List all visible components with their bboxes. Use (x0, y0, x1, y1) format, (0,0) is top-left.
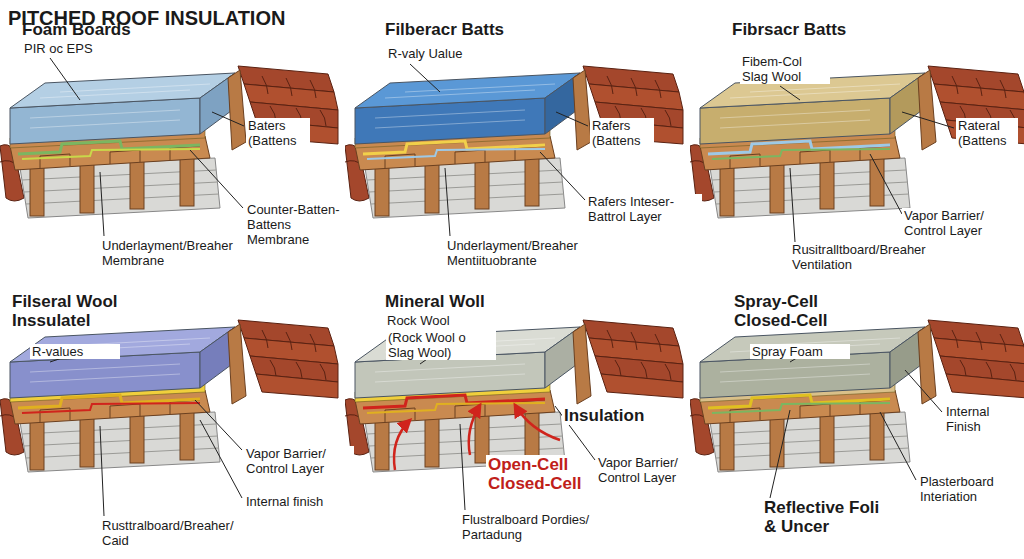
part-label: Counter-Batten- Battens Membrane (245, 202, 353, 247)
part-label: Vapor Barrier/ Control Layer (244, 446, 354, 476)
foam-board-panel (0, 66, 338, 218)
leader-line (780, 86, 800, 100)
panel-heading: Filseral Wool Inssulatel (10, 292, 160, 330)
panel-heading: Mineral Woll (383, 292, 553, 311)
leader-line (445, 168, 450, 236)
part-label: Flustralboard Pordies/ Partadung (460, 512, 620, 542)
leader-line (880, 412, 916, 480)
part-label: Rateral (Battens (956, 118, 1018, 148)
part-label: Rafers (Battens (590, 118, 654, 148)
heat-arrow (515, 405, 560, 440)
leader-line (200, 420, 242, 498)
part-label: Plasterboard Interiation (918, 474, 1018, 504)
part-label: (Rock Wool o Slag Wool) (386, 330, 496, 360)
part-label: Insulation (562, 406, 662, 425)
leader-line (100, 426, 104, 516)
leader-line (460, 424, 465, 510)
spray-foam-panel (690, 320, 1024, 472)
leader-line (556, 112, 588, 126)
part-label: Rusitralltboard/Breaher Ventilation (790, 242, 950, 272)
leader-line (190, 150, 243, 208)
panel-heading: Fibrsacr Batts (730, 20, 900, 39)
part-label: Internal Finish (944, 404, 1014, 434)
part-label: R-valy Ualue (386, 46, 496, 61)
leader-line (902, 112, 954, 128)
leader-line (410, 64, 440, 92)
heat-arrow (394, 420, 410, 470)
leader-line (770, 410, 790, 498)
part-label: Open-Cell Closed-Cell (486, 455, 586, 493)
leader-line (100, 172, 104, 236)
part-label: Rusttralboard/Breaher/ Caid (100, 518, 260, 548)
leader-line (50, 58, 80, 100)
panel-heading: Spray-Cell Closed-Cell (732, 292, 872, 330)
part-label: Vapor Barrier/ Control Layer (596, 455, 701, 485)
panels (0, 66, 1024, 472)
part-label: Reflective Foli & Uncer (762, 498, 892, 536)
panel-heading: Filberacr Batts (383, 20, 553, 39)
leader-line (905, 370, 942, 412)
part-label: Rock Wool (385, 313, 485, 328)
leader-line (870, 154, 902, 214)
part-label: Vapor Barrier/ Control Layer (902, 208, 1012, 238)
leader-line (540, 152, 585, 200)
slag-wool-panel (690, 66, 1024, 218)
leader-line (195, 400, 242, 450)
leader-lines (50, 58, 954, 516)
part-label: Underlayment/Breaher Membrane (100, 238, 240, 268)
leader-line (212, 112, 244, 126)
part-label: PIR oc EPS (22, 41, 132, 56)
part-label: R-values (30, 344, 120, 359)
panel-heading: Foam Boards (20, 20, 180, 39)
part-label: Internal finish (244, 494, 344, 509)
part-label: Baters (Battens (246, 118, 310, 148)
part-label: Spray Foam (750, 344, 850, 359)
rock-wool-panel (345, 320, 683, 472)
leader-line (790, 168, 795, 242)
heat-arrow (469, 405, 480, 455)
part-label: Underlayment/Breaher Mentiituobrante (445, 238, 605, 268)
part-label: Rafers Inteser-Battrol Layer (586, 194, 702, 224)
part-label: Fibem-Col Slag Wool (740, 54, 830, 84)
